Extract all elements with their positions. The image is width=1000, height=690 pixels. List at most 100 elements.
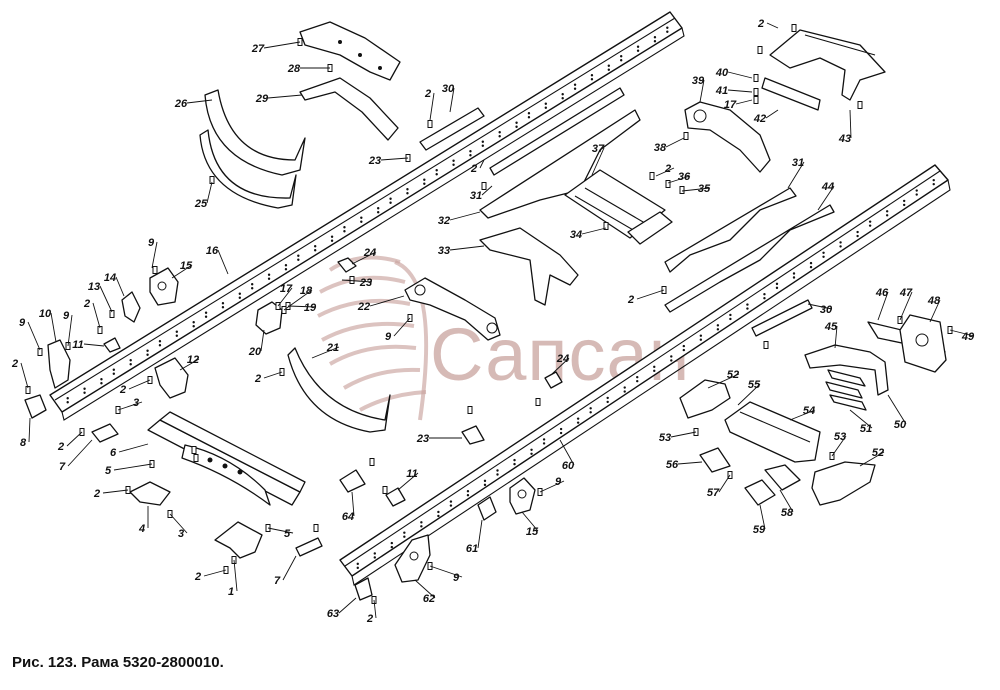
- part-label-2: 2: [83, 298, 90, 310]
- part-label-2: 2: [664, 163, 671, 175]
- leader-line-24: [351, 251, 377, 265]
- rail-hole: [636, 379, 639, 383]
- rail-hole: [868, 220, 872, 223]
- part-label-6: 6: [110, 447, 117, 459]
- leader-line-34: [581, 227, 607, 235]
- leader-line-12: [179, 358, 200, 371]
- part-label-35: 35: [698, 183, 711, 195]
- part-label-2: 2: [254, 373, 261, 385]
- rail-hole: [775, 286, 779, 290]
- rail-hole: [576, 421, 580, 424]
- part-label-1: 1: [228, 586, 234, 598]
- part-label-31: 31: [470, 190, 482, 202]
- rail-hole: [435, 169, 438, 172]
- part-label-20: 20: [248, 346, 262, 358]
- leader-line-26: [186, 99, 213, 104]
- part-label-19: 19: [304, 302, 317, 314]
- crossbar-37: [564, 169, 673, 245]
- part-label-39: 39: [692, 75, 705, 87]
- part-label-45: 45: [824, 321, 838, 333]
- bolt-icon: [535, 398, 541, 406]
- leader-line-56: [677, 461, 703, 465]
- rail-hole: [175, 330, 179, 333]
- bolt-icon: [603, 222, 609, 230]
- part-label-23: 23: [368, 155, 381, 167]
- rail-hole: [589, 407, 592, 410]
- leader-line-2: [655, 167, 675, 177]
- rail-hole: [330, 235, 334, 238]
- part-label-60: 60: [562, 460, 575, 472]
- rail-hole: [932, 182, 935, 186]
- rail-hole: [682, 344, 686, 348]
- rail-hole: [670, 355, 673, 358]
- bracket-59: [744, 479, 776, 506]
- rail-hole: [423, 178, 426, 181]
- leader-line-58: [779, 489, 794, 513]
- bolt-icon: [467, 406, 473, 414]
- leader-line-9: [151, 241, 158, 269]
- cross-member-44: [664, 204, 835, 313]
- rail-hole: [530, 448, 533, 451]
- leader-line-21: [311, 346, 340, 359]
- part-label-52: 52: [727, 369, 739, 381]
- leader-line-18: [283, 289, 313, 311]
- leader-line-57: [718, 474, 731, 493]
- part-label-25: 25: [194, 198, 208, 210]
- leader-line-24: [551, 357, 570, 375]
- leader-line-59: [759, 504, 766, 530]
- rail-hole: [376, 207, 380, 210]
- bolt-icon: [37, 348, 43, 356]
- part-label-9: 9: [19, 317, 26, 329]
- leader-line-33: [449, 245, 485, 251]
- rail-hole: [590, 74, 594, 77]
- part-label-56: 56: [666, 459, 679, 471]
- rail-hole: [729, 313, 732, 317]
- part-label-41: 41: [715, 85, 728, 97]
- rail-hole: [129, 363, 132, 366]
- rail-hole: [100, 382, 103, 385]
- leader-line-27: [263, 41, 301, 49]
- cross-member-54: [724, 401, 821, 463]
- leader-line-50: [887, 394, 907, 425]
- part-label-10: 10: [39, 308, 52, 320]
- rail-hole: [746, 307, 749, 310]
- rail-hole: [576, 417, 580, 420]
- leader-line-40: [727, 71, 753, 79]
- rail-hole: [423, 182, 426, 185]
- rail-hole: [284, 264, 288, 267]
- bolt-icon: [313, 524, 319, 532]
- rail-hole: [699, 334, 703, 337]
- part-label-2: 2: [93, 488, 100, 500]
- part-label-42: 42: [753, 113, 766, 125]
- leader-line-13: [99, 285, 113, 313]
- part-label-27: 27: [251, 43, 265, 55]
- leader-line-2: [479, 159, 485, 169]
- part-label-54: 54: [803, 405, 815, 417]
- rail-hole: [902, 199, 906, 203]
- rail-hole: [221, 302, 225, 305]
- rail-hole: [449, 504, 453, 507]
- cross-member-26: [199, 89, 306, 209]
- leader-line-60: [559, 439, 575, 466]
- bolt-icon: [857, 101, 863, 109]
- part-label-57: 57: [707, 487, 720, 499]
- rail-hole: [619, 59, 623, 62]
- bolt-icon: [369, 458, 375, 466]
- leader-line-9: [429, 565, 463, 578]
- leader-line-42: [765, 109, 779, 119]
- part-label-34: 34: [570, 229, 582, 241]
- rail-hole: [932, 178, 935, 182]
- part-label-53: 53: [659, 432, 671, 444]
- rail-hole: [885, 210, 889, 213]
- bracket-62: [394, 534, 431, 583]
- part-label-2: 2: [194, 571, 201, 583]
- part-label-44: 44: [821, 181, 834, 193]
- cross-member-21: [287, 347, 391, 433]
- rail-hole: [343, 230, 346, 233]
- rail-hole: [496, 473, 499, 476]
- bolt-icon: [481, 182, 487, 190]
- rail-hole: [716, 324, 720, 327]
- part-label-23: 23: [416, 433, 429, 445]
- rail-hole: [175, 334, 179, 337]
- leader-line-11: [83, 343, 105, 347]
